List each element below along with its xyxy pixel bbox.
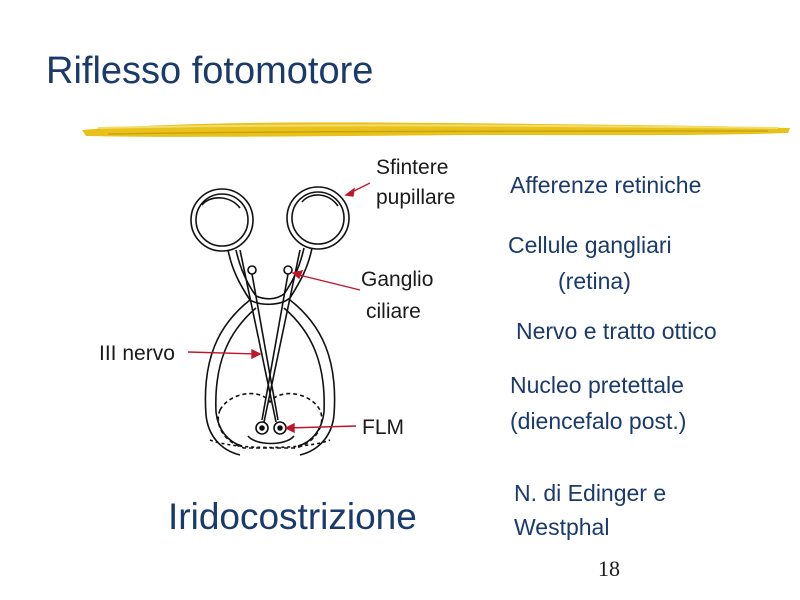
page-number: 18 <box>598 556 620 581</box>
step-nucleo-sub: (diencefalo post.) <box>510 408 687 434</box>
edinger-westphal-left <box>255 421 269 435</box>
left-ciliary-ganglion <box>247 265 257 275</box>
step-cellule: Cellule gangliari <box>508 232 672 258</box>
slide-title: Riflesso fotomotore <box>46 50 374 92</box>
label-ciliare: ciliare <box>366 300 421 323</box>
step-nucleo: Nucleo pretettale <box>510 372 684 398</box>
label-iii-nervo: III nervo <box>99 342 175 365</box>
pupillary-reflex-diagram <box>187 182 370 456</box>
label-ganglio: Ganglio <box>361 268 434 291</box>
title-underline-brush <box>82 122 790 137</box>
label-flm: FLM <box>362 416 404 439</box>
subtitle-iridocostrizione: Iridocostrizione <box>168 496 417 537</box>
label-sfintere: Sfintere <box>376 156 449 179</box>
step-afferenze: Afferenze retiniche <box>510 172 702 198</box>
label-pupillare: pupillare <box>376 186 456 209</box>
step-westphal: Westphal <box>514 514 610 540</box>
left-eye <box>190 188 254 252</box>
step-nervo: Nervo e tratto ottico <box>516 318 717 344</box>
step-edinger: N. di Edinger e <box>514 480 667 506</box>
step-cellule-retina: (retina) <box>558 268 631 294</box>
right-eye <box>286 186 350 250</box>
right-ciliary-ganglion <box>283 265 293 275</box>
